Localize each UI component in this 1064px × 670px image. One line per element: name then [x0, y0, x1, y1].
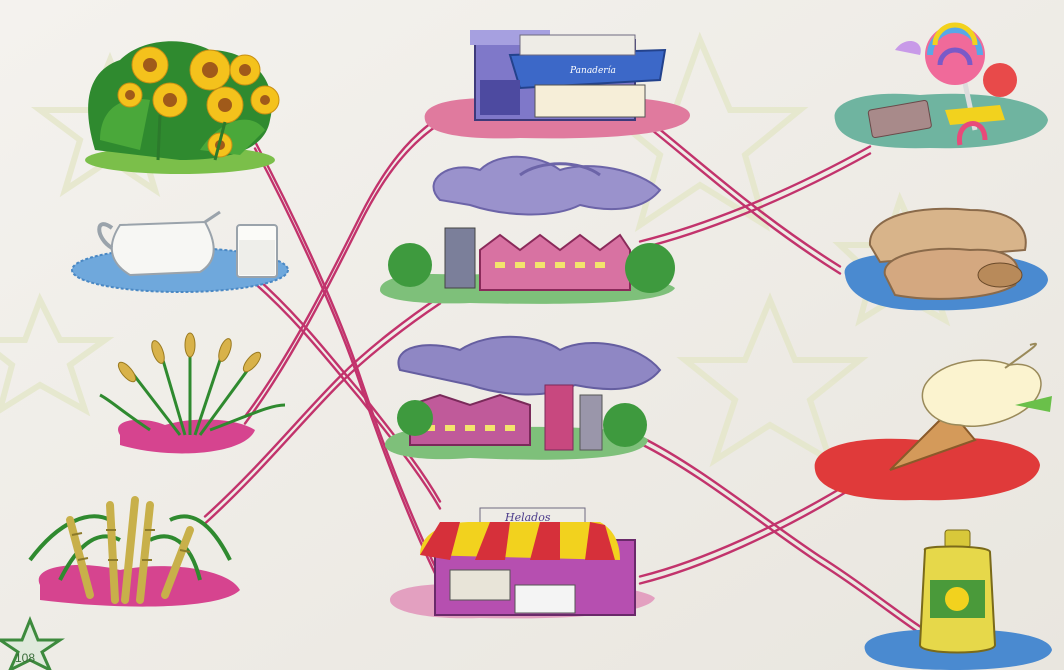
maze-path-line: [253, 140, 442, 578]
sunflowers-icon[interactable]: [85, 41, 280, 174]
maze-path-line: [243, 115, 442, 418]
maze-path-line: [638, 482, 862, 585]
bread-icon[interactable]: [844, 207, 1048, 311]
candy-icon[interactable]: [834, 22, 1048, 149]
bakery-shop-icon[interactable]: Panadería: [424, 30, 690, 139]
maze-paths: [203, 115, 922, 635]
maze-path-line: [203, 302, 442, 525]
sugarcane-icon[interactable]: [28, 496, 241, 607]
maze-path-line: [253, 282, 442, 510]
ice-cream-sign: Helados: [504, 511, 551, 524]
factory-icon[interactable]: [385, 335, 662, 460]
maze-path-line: [638, 442, 922, 635]
maze-path-line: [203, 295, 442, 518]
ice-cream-shop-icon[interactable]: Helados: [390, 507, 655, 619]
bakery-sign: Panadería: [569, 65, 616, 76]
maze-path-line: [253, 147, 442, 585]
maze-path-line: [638, 145, 872, 243]
maze-path-line: [253, 275, 442, 503]
page-number: 108: [15, 651, 35, 665]
maze-path-line: [648, 127, 842, 275]
maze-path-line: [638, 152, 872, 250]
milk-jug-icon[interactable]: [71, 210, 289, 293]
wheat-icon[interactable]: [99, 332, 286, 454]
oil-bottle-icon[interactable]: [864, 529, 1052, 670]
maze-path-line: [638, 475, 862, 578]
maze-path-line: [648, 120, 842, 268]
page-number-star: 108: [0, 615, 65, 670]
maze-path-line: [638, 435, 922, 628]
factory-icon[interactable]: [380, 155, 675, 304]
maze-path-line: [243, 122, 442, 425]
ice-cream-cone-icon[interactable]: [814, 342, 1052, 501]
